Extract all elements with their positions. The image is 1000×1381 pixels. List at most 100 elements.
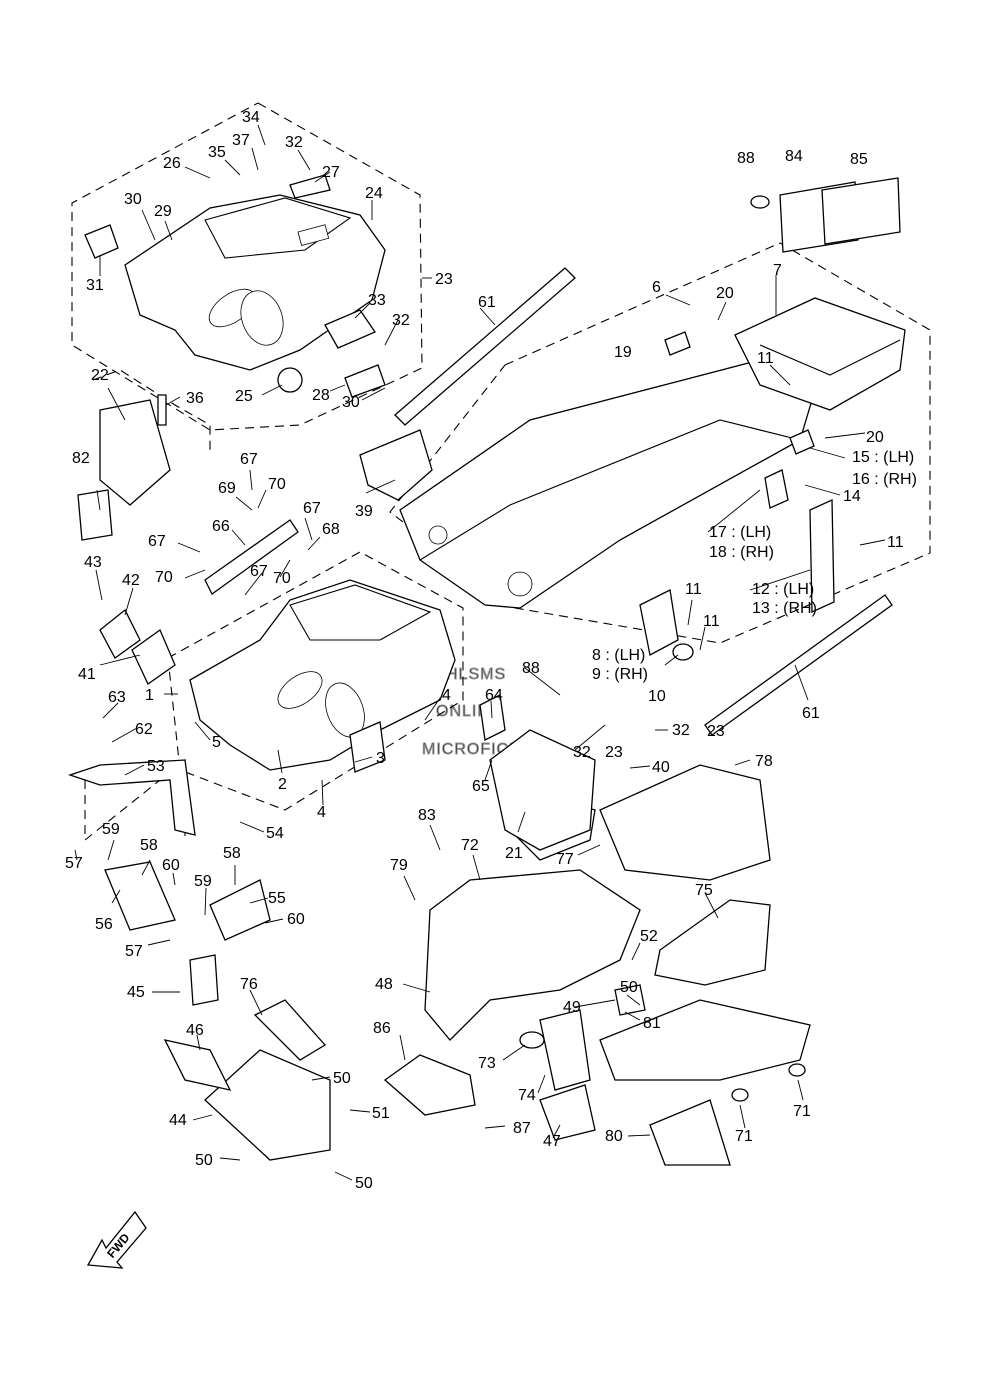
callout-66: 66 [212, 518, 230, 535]
callout-69: 69 [218, 480, 236, 497]
callout-27: 27 [322, 164, 340, 181]
callout-60: 60 [287, 911, 305, 928]
callout-12-lh: 12 : (LH) [752, 581, 814, 598]
group-outline-22 [92, 369, 211, 455]
callout-41: 41 [78, 666, 96, 683]
callout-23: 23 [435, 271, 453, 288]
part-86-guard [383, 1054, 476, 1116]
callout-6: 6 [652, 279, 661, 296]
frame-cutout-3 [297, 224, 330, 247]
tunnel-body [399, 359, 816, 609]
callout-74: 74 [518, 1087, 536, 1104]
callout-25: 25 [235, 388, 253, 405]
callout-64: 64 [485, 687, 503, 704]
part-44-skid [204, 1049, 331, 1161]
callout-84: 84 [785, 148, 803, 165]
callout-32: 32 [392, 312, 410, 329]
callout-57: 57 [125, 943, 143, 960]
part-82-pad [77, 489, 113, 541]
part-27-bracket [289, 174, 331, 199]
callout-71: 71 [793, 1103, 811, 1120]
tunnel-hole-2 [507, 571, 533, 597]
callout-61: 61 [802, 705, 820, 722]
lower-frame-assembly [67, 519, 456, 1161]
part-45-mount [189, 954, 219, 1006]
callout-18-rh: 18 : (RH) [709, 544, 774, 561]
callout-16-rh: 16 : (RH) [852, 471, 917, 488]
callout-46: 46 [186, 1022, 204, 1039]
callout-1: 1 [145, 687, 154, 704]
part-53-bumper [67, 759, 196, 836]
callout-11: 11 [887, 534, 904, 551]
callout-24: 24 [365, 185, 383, 202]
callout-65: 65 [472, 778, 490, 795]
part-3-plate [349, 721, 386, 773]
callout-79: 79 [390, 857, 408, 874]
callout-42: 42 [122, 572, 140, 589]
part-65-bracket [489, 729, 596, 851]
callout-4: 4 [442, 687, 451, 704]
fwd-arrow: FWD [86, 1210, 147, 1269]
callout-19: 19 [614, 344, 632, 361]
callout-54: 54 [266, 825, 284, 842]
callout-50: 50 [195, 1152, 213, 1169]
part-80-panel [599, 999, 811, 1081]
callout-83: 83 [418, 807, 436, 824]
callout-4: 4 [317, 804, 326, 821]
watermark-line-1: HLSMS [446, 666, 506, 683]
callout-56: 56 [95, 916, 113, 933]
callout-77: 77 [556, 851, 574, 868]
part-33-plate [324, 309, 376, 349]
tunnel-hole-1 [428, 525, 448, 545]
callout-7: 7 [773, 262, 782, 279]
frame-cutout-2 [240, 290, 284, 346]
callout-36: 36 [186, 390, 204, 407]
callout-50: 50 [333, 1070, 351, 1087]
callout-53: 53 [147, 758, 165, 775]
part-85-decal [821, 177, 901, 245]
callout-85: 85 [850, 151, 868, 168]
body-panels [77, 394, 811, 1166]
callout-49: 49 [563, 999, 581, 1016]
callout-51: 51 [372, 1105, 390, 1122]
callout-50: 50 [355, 1175, 373, 1192]
part-64-bracket [479, 694, 506, 741]
callout-22: 22 [91, 367, 109, 384]
part-36-bolt-plate [157, 394, 167, 426]
callout-45: 45 [127, 984, 145, 1001]
callout-78: 78 [755, 753, 773, 770]
callout-35: 35 [208, 144, 226, 161]
part-39-bracket [359, 429, 433, 501]
callout-68: 68 [322, 521, 340, 538]
callout-3: 3 [376, 750, 385, 767]
callout-59: 59 [194, 873, 212, 890]
callout-13-rh: 13 : (RH) [752, 600, 817, 617]
part-41-boot [131, 629, 176, 685]
part-8-bracket [639, 589, 679, 656]
part-81-bracket [614, 984, 646, 1016]
callout-37: 37 [232, 132, 250, 149]
part-77-78-panel [599, 764, 771, 881]
callout-52: 52 [640, 928, 658, 945]
callout-32: 32 [285, 134, 303, 151]
callout-20: 20 [866, 429, 884, 446]
part-48-panel [424, 869, 641, 1041]
lower-frame-top-plate [289, 584, 432, 641]
part-88-cap [750, 195, 770, 209]
part-17-bracket [764, 469, 789, 509]
lower-cutout-1 [277, 671, 323, 709]
callout-43: 43 [84, 554, 102, 571]
part-15-pad [789, 429, 815, 455]
callout-40: 40 [652, 759, 670, 776]
callout-73: 73 [478, 1055, 496, 1072]
part-31-bracket [84, 224, 119, 259]
callout-70: 70 [273, 570, 291, 587]
lower-frame-body [189, 579, 456, 771]
part-42-housing [99, 608, 141, 659]
part-22-bracket [99, 399, 171, 506]
part-12-channel [809, 498, 835, 614]
callout-48: 48 [375, 976, 393, 993]
callout-60: 60 [162, 857, 180, 874]
callout-11: 11 [703, 613, 720, 630]
